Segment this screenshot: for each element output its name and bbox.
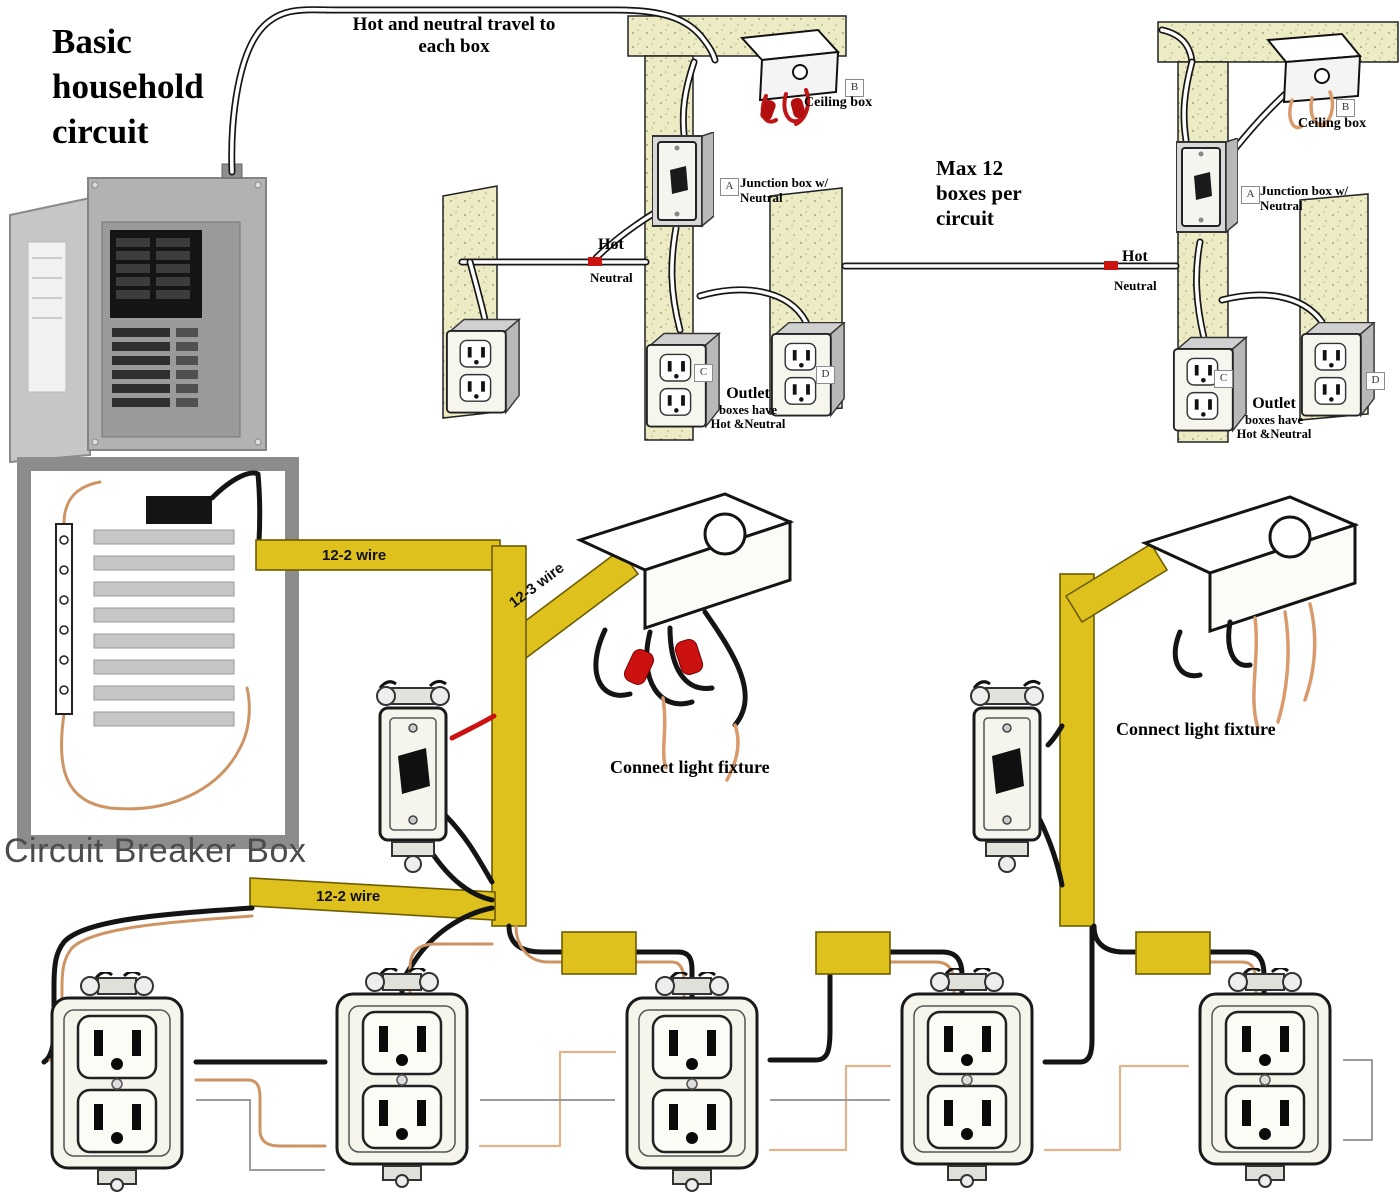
- hot-label-2: Hot: [1122, 248, 1148, 265]
- wire-12-2-b: [249, 877, 496, 921]
- junction-switch-2: [1176, 138, 1238, 233]
- wall-outlet-left: [445, 318, 521, 414]
- marker-a-2: A: [1241, 186, 1260, 204]
- connect-light-label-2: Connect light fixture: [1116, 719, 1276, 739]
- marker-b-2: B: [1336, 99, 1355, 117]
- marker-d-2: D: [1366, 372, 1385, 390]
- wire-12-2-a: [255, 539, 501, 571]
- outlet-caption-1-line1: Outlet: [726, 385, 770, 402]
- romex-cables: [249, 539, 1169, 927]
- neutral-label-2: Neutral: [1114, 278, 1157, 293]
- outlet-caption-2-line2: boxes have: [1245, 412, 1303, 427]
- ceiling-box-label-1: Ceiling box: [804, 95, 873, 110]
- neutral-label-1: Neutral: [590, 270, 633, 285]
- hot-label-1: Hot: [598, 236, 624, 253]
- connector-block-2: [815, 931, 891, 975]
- hot-mark-2: [1104, 261, 1118, 270]
- cable-runs: [228, 6, 1326, 342]
- max-boxes-note: Max 12 boxes per circuit: [936, 156, 1022, 230]
- connector-block-3: [1135, 931, 1211, 975]
- marker-c-2: C: [1214, 370, 1233, 388]
- connect-light-label-1: Connect light fixture: [610, 757, 770, 777]
- ceiling-box-1: [739, 28, 841, 126]
- outlet-caption-1: Outlet boxes have Hot &Neutral: [688, 385, 808, 431]
- breaker-box-caption: Circuit Breaker Box: [4, 832, 307, 870]
- switch-1: [375, 679, 497, 903]
- light-fixture-1: [578, 492, 792, 782]
- receptacle-1: [50, 972, 184, 1192]
- connector-block-1: [561, 931, 637, 975]
- marker-a-1: A: [720, 178, 739, 196]
- receptacle-2: [335, 968, 469, 1188]
- wire-elbow-2: [1064, 542, 1169, 624]
- receptacle-4: [900, 968, 1034, 1188]
- wire-vertical-1: [491, 545, 527, 927]
- wall-section-1: [442, 15, 847, 441]
- outlet-caption-1-line3: Hot &Neutral: [710, 416, 786, 431]
- receptacle-5: [1198, 968, 1332, 1188]
- ceiling-box-2: [1266, 32, 1362, 130]
- wire-nut-2: [674, 639, 704, 675]
- light-fixture-2: [1143, 495, 1357, 730]
- wire-12-2-label-2: 12-2 wire: [316, 888, 381, 905]
- travel-note: Hot and neutral travel to each box: [352, 14, 556, 57]
- outlet-caption-2: Outlet boxes have Hot &Neutral: [1214, 395, 1334, 441]
- junction-switch-1: [652, 132, 714, 227]
- receptacle-3: [625, 972, 759, 1192]
- diagram-title: Basic household circuit: [52, 22, 204, 151]
- breaker-panel-photo: [9, 163, 267, 464]
- marker-c-1: C: [694, 364, 713, 382]
- junction-label-2: Junction box w/ Neutral: [1260, 183, 1349, 213]
- outlet-caption-2-line3: Hot &Neutral: [1236, 426, 1312, 441]
- wire-12-2-label-1: 12-2 wire: [322, 547, 387, 564]
- wire-nut-1: [623, 649, 655, 685]
- wire-vertical-2: [1059, 573, 1095, 927]
- outlet-caption-1-line2: boxes have: [719, 402, 777, 417]
- marker-d-1: D: [816, 366, 835, 384]
- junction-label-1: Junction box w/ Neutral: [740, 175, 829, 205]
- hot-mark-1: [588, 257, 602, 266]
- marker-b-1: B: [845, 79, 864, 97]
- ceiling-box-label-2: Ceiling box: [1298, 116, 1367, 131]
- switch-2: [969, 679, 1065, 888]
- outlet-caption-2-line1: Outlet: [1252, 395, 1296, 412]
- circuit-breaker-box: [17, 457, 299, 849]
